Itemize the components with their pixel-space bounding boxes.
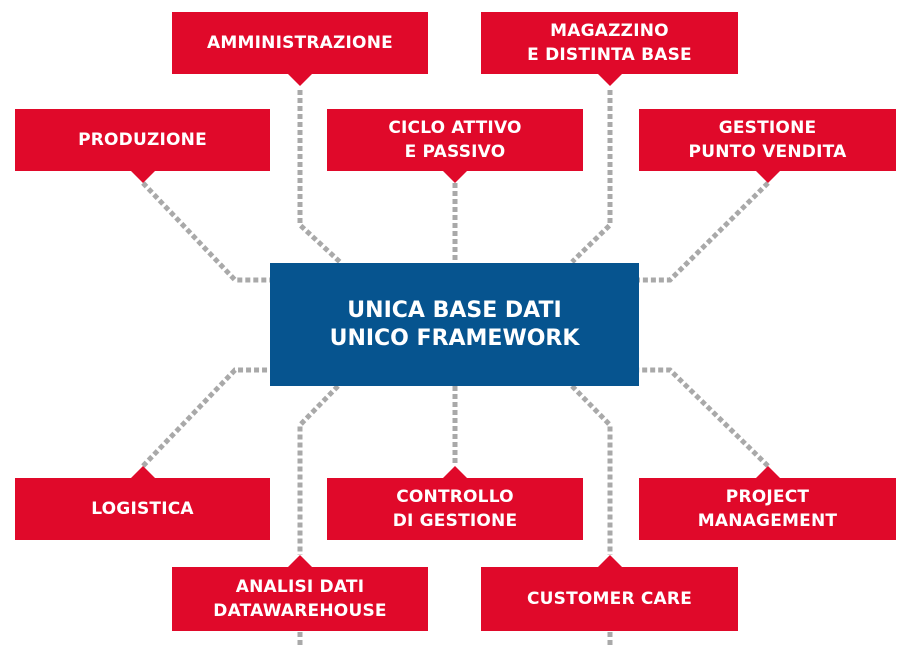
module-label: CUSTOMER CARE [526, 589, 693, 609]
module-project-management[interactable]: PROJECT MANAGEMENT [639, 466, 896, 540]
module-label-1: GESTIONE [718, 118, 817, 138]
pointer-notch [597, 74, 622, 86]
module-label-2: MANAGEMENT [697, 511, 838, 531]
pointer-notch [597, 555, 622, 567]
connector-produzione [141, 181, 270, 283]
connector-logistica [141, 367, 270, 468]
module-label-1: CICLO ATTIVO [388, 118, 522, 138]
module-label-2: PUNTO VENDITA [688, 142, 847, 162]
module-label-1: PROJECT [725, 487, 810, 507]
connector-magazzino [570, 90, 613, 264]
pointer-notch [443, 466, 467, 478]
pointer-notch [288, 74, 312, 86]
module-label-1: CONTROLLO [396, 487, 514, 507]
module-logistica[interactable]: LOGISTICA [15, 466, 270, 540]
module-controllo-di-gestione[interactable]: CONTROLLO DI GESTIONE [327, 466, 583, 540]
pointer-notch [130, 466, 155, 478]
hub-line-2: UNICO FRAMEWORK [329, 325, 580, 351]
module-customer-care[interactable]: CUSTOMER CARE [481, 555, 738, 631]
module-label-2: DI GESTIONE [392, 511, 518, 531]
module-label-2: DATAWAREHOUSE [213, 601, 387, 621]
connector-amministrazione [297, 90, 342, 264]
module-label: PRODUZIONE [78, 130, 207, 150]
connector-punto-vendita [639, 181, 770, 283]
module-gestione-punto-vendita[interactable]: GESTIONE PUNTO VENDITA [639, 109, 896, 183]
pointer-notch [755, 171, 780, 183]
module-amministrazione[interactable]: AMMINISTRAZIONE [172, 12, 428, 86]
connector-analisi [297, 384, 340, 555]
module-produzione[interactable]: PRODUZIONE [15, 109, 270, 183]
central-database-box: UNICA BASE DATI UNICO FRAMEWORK [270, 263, 639, 386]
module-magazzino[interactable]: MAGAZZINO E DISTINTA BASE [481, 12, 738, 86]
module-label-1: ANALISI DATI [235, 577, 365, 597]
pointer-notch [443, 171, 467, 183]
connector-customer [570, 384, 613, 555]
module-label-2: E DISTINTA BASE [527, 45, 692, 65]
module-analisi-dati[interactable]: ANALISI DATI DATAWAREHOUSE [172, 555, 428, 631]
module-ciclo-attivo-passivo[interactable]: CICLO ATTIVO E PASSIVO [327, 109, 583, 183]
pointer-notch [288, 555, 312, 567]
hub-line-1: UNICA BASE DATI [347, 297, 562, 323]
module-label: LOGISTICA [91, 499, 194, 519]
pointer-notch [755, 466, 780, 478]
module-label: AMMINISTRAZIONE [207, 33, 393, 53]
connector-project [639, 367, 770, 468]
module-label-2: E PASSIVO [404, 142, 506, 162]
module-label-1: MAGAZZINO [550, 21, 669, 41]
pointer-notch [130, 171, 155, 183]
